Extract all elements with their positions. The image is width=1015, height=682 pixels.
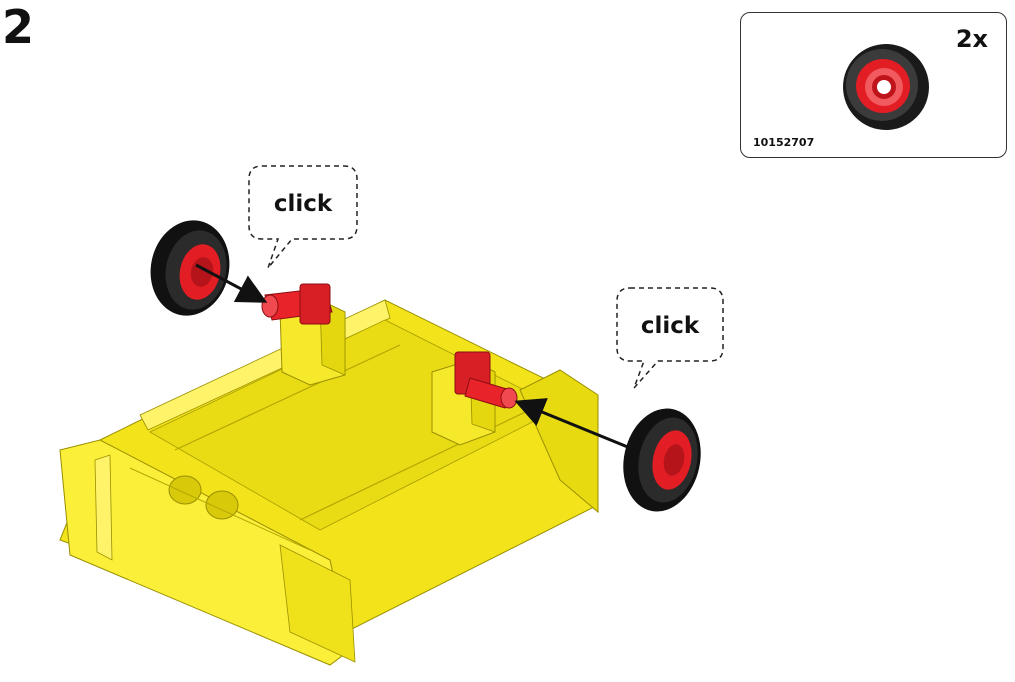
step-number: 2 bbox=[2, 0, 35, 54]
right-axle bbox=[454, 351, 518, 409]
right-wheel bbox=[623, 408, 701, 512]
wheel-part-icon bbox=[843, 44, 929, 130]
left-click-label: click bbox=[274, 191, 333, 217]
left-insert-arrow bbox=[195, 263, 268, 303]
left-axle bbox=[261, 283, 333, 325]
right-click-label: click bbox=[641, 313, 700, 339]
chassis bbox=[59, 299, 599, 666]
right-insert-arrow bbox=[514, 398, 641, 454]
part-quantity: 2x bbox=[955, 25, 988, 53]
left-wheel bbox=[150, 220, 230, 316]
parts-callout-box: 2x 10152707 bbox=[740, 12, 1007, 158]
part-number: 10152707 bbox=[753, 136, 815, 149]
right-click-callout: click bbox=[616, 287, 724, 389]
left-click-callout: click bbox=[248, 165, 358, 269]
